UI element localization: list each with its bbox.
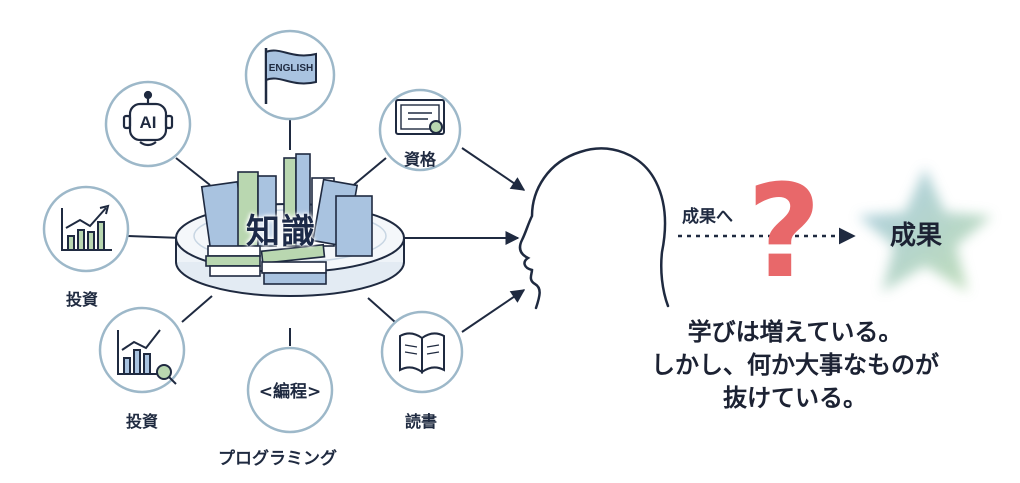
- english-node: ENGLISH: [244, 29, 336, 121]
- certificate-node: [378, 88, 462, 172]
- programming-node: <編程>: [246, 346, 334, 434]
- flow-arrows: [398, 147, 526, 333]
- english-flag-text: ENGLISH: [269, 63, 313, 74]
- result-label: 成果: [890, 221, 943, 251]
- books-stack: [200, 153, 373, 285]
- invest-top-node: [42, 185, 130, 273]
- ai-robot-icon: [122, 90, 174, 147]
- chart-magnifier-icon: [117, 329, 177, 385]
- head-silhouette-icon: [518, 147, 670, 310]
- invest-top-label: 投資: [66, 290, 99, 309]
- center-knowledge-label: 知識: [246, 212, 316, 252]
- reading-node: [380, 310, 464, 394]
- reading-label: 読書: [405, 412, 438, 431]
- connector-lines: [127, 119, 396, 346]
- message-line-2: しかし、何か大事なものが: [651, 351, 939, 379]
- message-line-1: 学びは増えている。: [687, 318, 903, 346]
- message-line-3: 抜けている。: [723, 384, 867, 412]
- ai-robot-text: AI: [140, 113, 157, 132]
- to-result-label: 成果へ: [682, 207, 733, 227]
- message-block: 学びは増えている。 しかし、何か大事なものが 抜けている。: [610, 316, 980, 415]
- bar-chart-up-icon: [61, 204, 112, 251]
- invest-bottom-label: 投資: [126, 412, 159, 431]
- ai-node: AI: [104, 80, 192, 168]
- english-flag-icon: ENGLISH: [264, 48, 317, 104]
- certificate-icon: [395, 99, 445, 135]
- certificate-label: 資格: [404, 150, 437, 169]
- star-icon: [858, 168, 992, 292]
- question-mark: ?: [747, 158, 821, 307]
- programming-icon-text: <編程>: [259, 381, 322, 402]
- open-book-icon: [399, 332, 445, 374]
- invest-bottom-node: [98, 306, 186, 394]
- programming-label: プログラミング: [218, 449, 337, 469]
